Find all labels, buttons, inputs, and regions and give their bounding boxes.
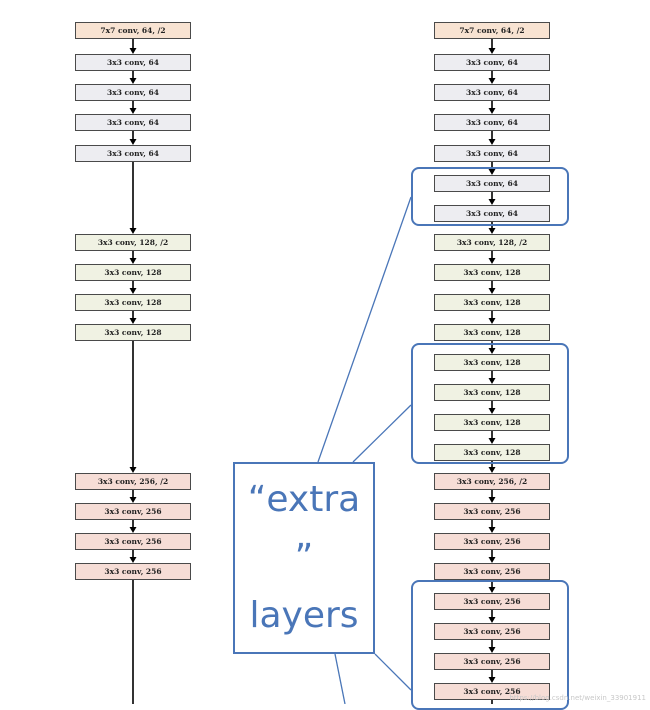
left-layer-box: 3x3 conv, 64 — [75, 84, 191, 101]
right-layer-box: 3x3 conv, 64 — [434, 54, 550, 71]
left-arrow-head — [129, 108, 137, 114]
right-layer-box: 3x3 conv, 128 — [434, 354, 550, 371]
left-layer-box: 3x3 conv, 64 — [75, 145, 191, 162]
extra-layers-label-line2: ” — [294, 537, 314, 578]
left-layer-box: 7x7 conv, 64, /2 — [75, 22, 191, 39]
right-layer-box: 3x3 conv, 128 — [434, 294, 550, 311]
extra-layers-label-line3: layers — [249, 595, 359, 636]
right-layer-box: 7x7 conv, 64, /2 — [434, 22, 550, 39]
right-arrow-head — [488, 378, 496, 384]
right-layer-box: 3x3 conv, 64 — [434, 84, 550, 101]
left-arrow-head — [129, 497, 137, 503]
left-arrow-head — [129, 139, 137, 145]
right-layer-box: 3x3 conv, 256, /2 — [434, 473, 550, 490]
right-layer-box: 3x3 conv, 128 — [434, 264, 550, 281]
left-layer-box: 3x3 conv, 256, /2 — [75, 473, 191, 490]
left-arrow-head — [129, 48, 137, 54]
right-arrow-head — [488, 48, 496, 54]
left-arrow-head — [129, 557, 137, 563]
right-layer-box: 3x3 conv, 256 — [434, 653, 550, 670]
extra-layers-group-64 — [411, 167, 569, 226]
right-arrow-head — [488, 677, 496, 683]
right-layer-box: 3x3 conv, 256 — [434, 503, 550, 520]
right-arrow-head — [488, 527, 496, 533]
pointer-line — [352, 404, 412, 463]
pointer-line — [317, 196, 412, 463]
right-arrow-head — [488, 108, 496, 114]
right-layer-box: 3x3 conv, 128, /2 — [434, 234, 550, 251]
right-layer-box: 3x3 conv, 128 — [434, 384, 550, 401]
pointer-line — [374, 653, 412, 691]
right-arrow-head — [488, 78, 496, 84]
left-arrow-head — [129, 527, 137, 533]
left-layer-box: 3x3 conv, 256 — [75, 503, 191, 520]
left-arrow-head — [129, 467, 137, 473]
watermark-text: https://blog.csdn.net/weixin_33901911 — [509, 694, 646, 702]
extra-layers-group-128 — [411, 343, 569, 464]
right-layer-box: 3x3 conv, 256 — [434, 683, 550, 700]
right-arrow-head — [488, 408, 496, 414]
right-layer-box: 3x3 conv, 256 — [434, 623, 550, 640]
extra-layers-group-256 — [411, 580, 569, 710]
right-layer-box: 3x3 conv, 256 — [434, 593, 550, 610]
left-layer-box: 3x3 conv, 64 — [75, 114, 191, 131]
right-layer-box: 3x3 conv, 128 — [434, 414, 550, 431]
right-layer-box: 3x3 conv, 128 — [434, 444, 550, 461]
left-layer-box: 3x3 conv, 256 — [75, 533, 191, 550]
right-arrow-head — [488, 348, 496, 354]
left-arrow-head — [129, 288, 137, 294]
left-layer-box: 3x3 conv, 128 — [75, 264, 191, 281]
right-arrow-head — [488, 139, 496, 145]
right-arrow-head — [488, 497, 496, 503]
right-arrow-head — [488, 438, 496, 444]
right-arrow-head — [488, 258, 496, 264]
right-layer-box: 3x3 conv, 256 — [434, 533, 550, 550]
left-arrow-head — [129, 318, 137, 324]
left-arrow-head — [129, 258, 137, 264]
right-arrow-head — [488, 169, 496, 175]
right-arrow-head — [488, 587, 496, 593]
left-arrow-head — [129, 228, 137, 234]
right-layer-box: 3x3 conv, 64 — [434, 145, 550, 162]
right-arrow-head — [488, 647, 496, 653]
right-arrow-head — [488, 288, 496, 294]
right-arrow-head — [488, 199, 496, 205]
left-arrow-head — [129, 78, 137, 84]
extra-layers-label-line1: “extra — [247, 479, 361, 520]
right-arrow-head — [488, 617, 496, 623]
right-arrow-head — [488, 467, 496, 473]
right-layer-box: 3x3 conv, 64 — [434, 175, 550, 192]
right-layer-box: 3x3 conv, 256 — [434, 563, 550, 580]
right-arrow-head — [488, 318, 496, 324]
right-layer-box: 3x3 conv, 128 — [434, 324, 550, 341]
right-layer-box: 3x3 conv, 64 — [434, 114, 550, 131]
pointer-line — [334, 653, 346, 704]
left-layer-box: 3x3 conv, 64 — [75, 54, 191, 71]
right-arrow-head — [488, 557, 496, 563]
left-layer-box: 3x3 conv, 128 — [75, 324, 191, 341]
right-layer-box: 3x3 conv, 64 — [434, 205, 550, 222]
left-layer-box: 3x3 conv, 128 — [75, 294, 191, 311]
left-layer-box: 3x3 conv, 128, /2 — [75, 234, 191, 251]
right-arrow-head — [488, 228, 496, 234]
extra-layers-label: “extra ” layers — [233, 462, 375, 654]
left-layer-box: 3x3 conv, 256 — [75, 563, 191, 580]
